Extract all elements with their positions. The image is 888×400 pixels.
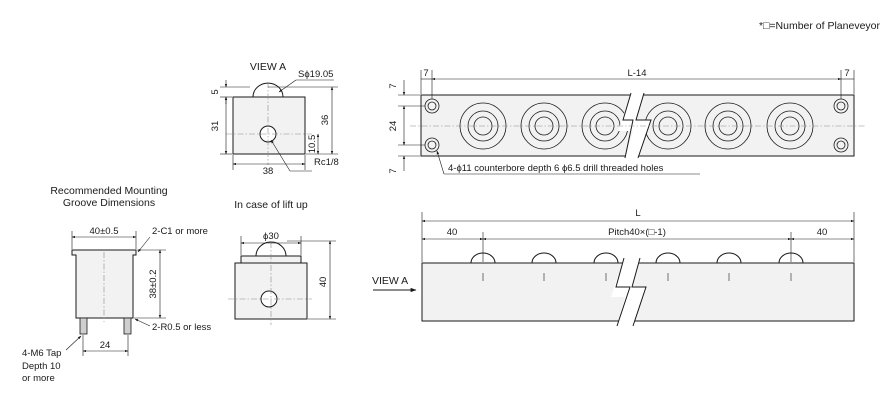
view-a: VIEW A 5 31 Sϕ19.05 36 10.5 38 bbox=[210, 61, 339, 177]
groove-dim-24: 24 bbox=[100, 340, 111, 351]
lift-dim-40: 40 bbox=[318, 277, 329, 288]
view-a-title: VIEW A bbox=[250, 61, 286, 73]
top-dim-7-bottom: 7 bbox=[388, 168, 399, 173]
side-ball bbox=[531, 252, 557, 264]
groove-title-line2: Groove Dimensions bbox=[63, 197, 155, 209]
counterbore-hole bbox=[833, 137, 849, 153]
top-view: 7 L-14 7 7 24 7 4-ϕ11 counterbore depth … bbox=[388, 68, 866, 175]
side-dim-40-right: 40 bbox=[817, 227, 828, 238]
lift-dim-30: ϕ30 bbox=[263, 231, 279, 242]
tap-line1: 4-M6 Tap bbox=[22, 348, 61, 359]
planeveyor-count-note: *□=Number of Planeveyor bbox=[759, 20, 881, 32]
mounting-post bbox=[79, 317, 88, 335]
view-a-dim-38: 38 bbox=[263, 166, 274, 177]
groove-radius: 2-R0.5 or less bbox=[152, 322, 211, 333]
side-dim-L: L bbox=[635, 208, 640, 219]
side-ball bbox=[655, 252, 681, 264]
side-pitch: Pitch40×(□-1) bbox=[608, 227, 666, 238]
lift-title: In case of lift up bbox=[234, 199, 308, 211]
view-a-dim-5: 5 bbox=[210, 89, 221, 94]
groove-chamfer: 2-C1 or more bbox=[152, 226, 208, 237]
side-ball bbox=[716, 252, 742, 264]
view-a-body bbox=[232, 96, 306, 155]
groove-dim-width: 40±0.5 bbox=[90, 226, 119, 237]
view-a-dim-36: 36 bbox=[320, 115, 331, 126]
side-view: L 40 Pitch40×(□-1) 40 VIEW A bbox=[372, 208, 855, 327]
groove-dim-height: 38±0.2 bbox=[148, 270, 159, 299]
view-a-dim-31: 31 bbox=[210, 121, 221, 132]
top-dim-span: L-14 bbox=[627, 68, 646, 79]
view-a-port-label: Rc1/8 bbox=[314, 157, 339, 168]
tap-line2: Depth 10 bbox=[22, 361, 61, 372]
top-dim-7-right: 7 bbox=[844, 68, 849, 79]
top-dim-7-left: 7 bbox=[423, 68, 428, 79]
mounting-groove: Recommended Mounting Groove Dimensions 4… bbox=[22, 185, 211, 384]
groove-title-line1: Recommended Mounting bbox=[50, 185, 167, 197]
top-dim-24: 24 bbox=[388, 121, 399, 132]
lift-up-view: In case of lift up ϕ30 40 bbox=[228, 199, 336, 325]
top-dim-7-top: 7 bbox=[388, 83, 399, 88]
side-dim-40-left: 40 bbox=[447, 227, 458, 238]
tap-line3: or more bbox=[22, 373, 55, 384]
side-ball bbox=[593, 252, 619, 264]
holes-note: 4-ϕ11 counterbore depth 6 ϕ6.5 drill thr… bbox=[448, 163, 664, 174]
view-a-dim-10-5: 10.5 bbox=[307, 135, 318, 154]
view-a-sphere-label: Sϕ19.05 bbox=[298, 69, 333, 80]
side-view-a-label: VIEW A bbox=[372, 275, 408, 287]
mounting-post bbox=[123, 317, 132, 335]
